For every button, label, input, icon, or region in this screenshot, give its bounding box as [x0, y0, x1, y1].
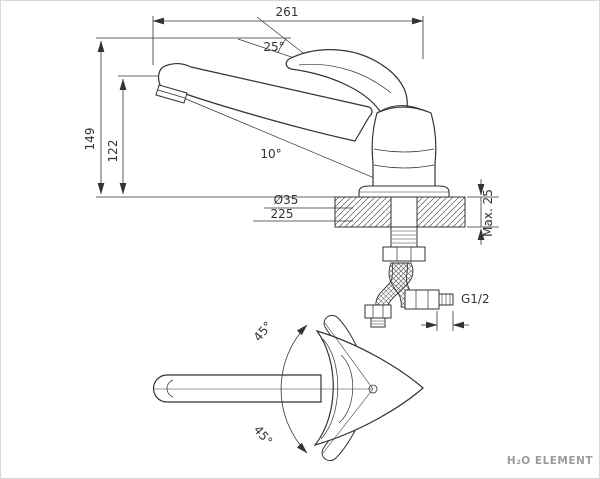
- spout-outline: [157, 63, 373, 142]
- body-ring-lines: [373, 148, 435, 169]
- angle-arc-25: [277, 38, 287, 54]
- dim-max25-label: Max. 25: [481, 189, 495, 237]
- swivel-arc: [280, 324, 308, 454]
- plan-view: [152, 314, 424, 462]
- pivot-point: [368, 384, 378, 394]
- plan-spout: [152, 374, 322, 403]
- hose-fitting-left: [364, 304, 392, 328]
- dimension-149: [96, 37, 335, 198]
- plan-handle-inner-line: [338, 354, 354, 424]
- aerator-detail-line: [157, 89, 186, 99]
- countertop-hatch-right: [416, 196, 466, 228]
- fitting-facets: [372, 305, 384, 318]
- side-view: [96, 16, 499, 331]
- dim-hole-diameter-label: Ø35: [274, 193, 299, 207]
- dim-45deg-lower-label: 45°: [251, 423, 275, 448]
- dimension-max25: [467, 179, 499, 245]
- dim-10deg-label: 10°: [260, 147, 281, 161]
- fitting-tail-threads: [372, 320, 384, 325]
- dim-122-label: 122: [106, 140, 120, 163]
- body-dome-line: [376, 105, 426, 114]
- radial-line-upper: [324, 322, 374, 390]
- hole-and-reach-leaders: [253, 207, 353, 222]
- countertop-hatch-left: [334, 196, 392, 228]
- fitting-nut: [364, 304, 392, 319]
- angle-10-construction-line: [166, 90, 392, 186]
- labels: 261 25° 149 122 10° Ø35 225 Max. 25 G1/2…: [83, 5, 593, 467]
- plan-spout-end-detail: [166, 379, 174, 398]
- connector-hex-nut: [404, 289, 440, 310]
- mounting-nut-facets: [396, 247, 412, 261]
- mixer-body: [371, 106, 437, 188]
- base-flange: [358, 185, 450, 198]
- plan-handle-inner-line-2: [320, 338, 339, 440]
- dim-261-label: 261: [276, 5, 299, 19]
- dim-45deg-upper-label: 45°: [251, 319, 275, 344]
- dimension-g12: [421, 311, 469, 331]
- fitting-tail: [370, 317, 386, 328]
- dim-g12-label: G1/2: [461, 292, 490, 306]
- shank-thread-ticks: [392, 230, 416, 244]
- g12-connector: [404, 289, 454, 310]
- dim-25deg-label: 25°: [263, 40, 284, 54]
- dim-149-label: 149: [83, 128, 97, 151]
- handle-detail-line: [298, 63, 392, 94]
- brand-logo: H₂O ELEMENT: [507, 455, 593, 467]
- mounting-nut: [382, 246, 426, 262]
- connector-thread-ticks: [441, 294, 451, 305]
- connector-hex-facets: [415, 290, 429, 309]
- radial-line-lower: [322, 388, 374, 454]
- mounting-shank: [382, 197, 426, 262]
- dim-225-label: 225: [271, 207, 294, 221]
- countertop-section: [334, 196, 466, 228]
- dimension-261: [152, 16, 424, 65]
